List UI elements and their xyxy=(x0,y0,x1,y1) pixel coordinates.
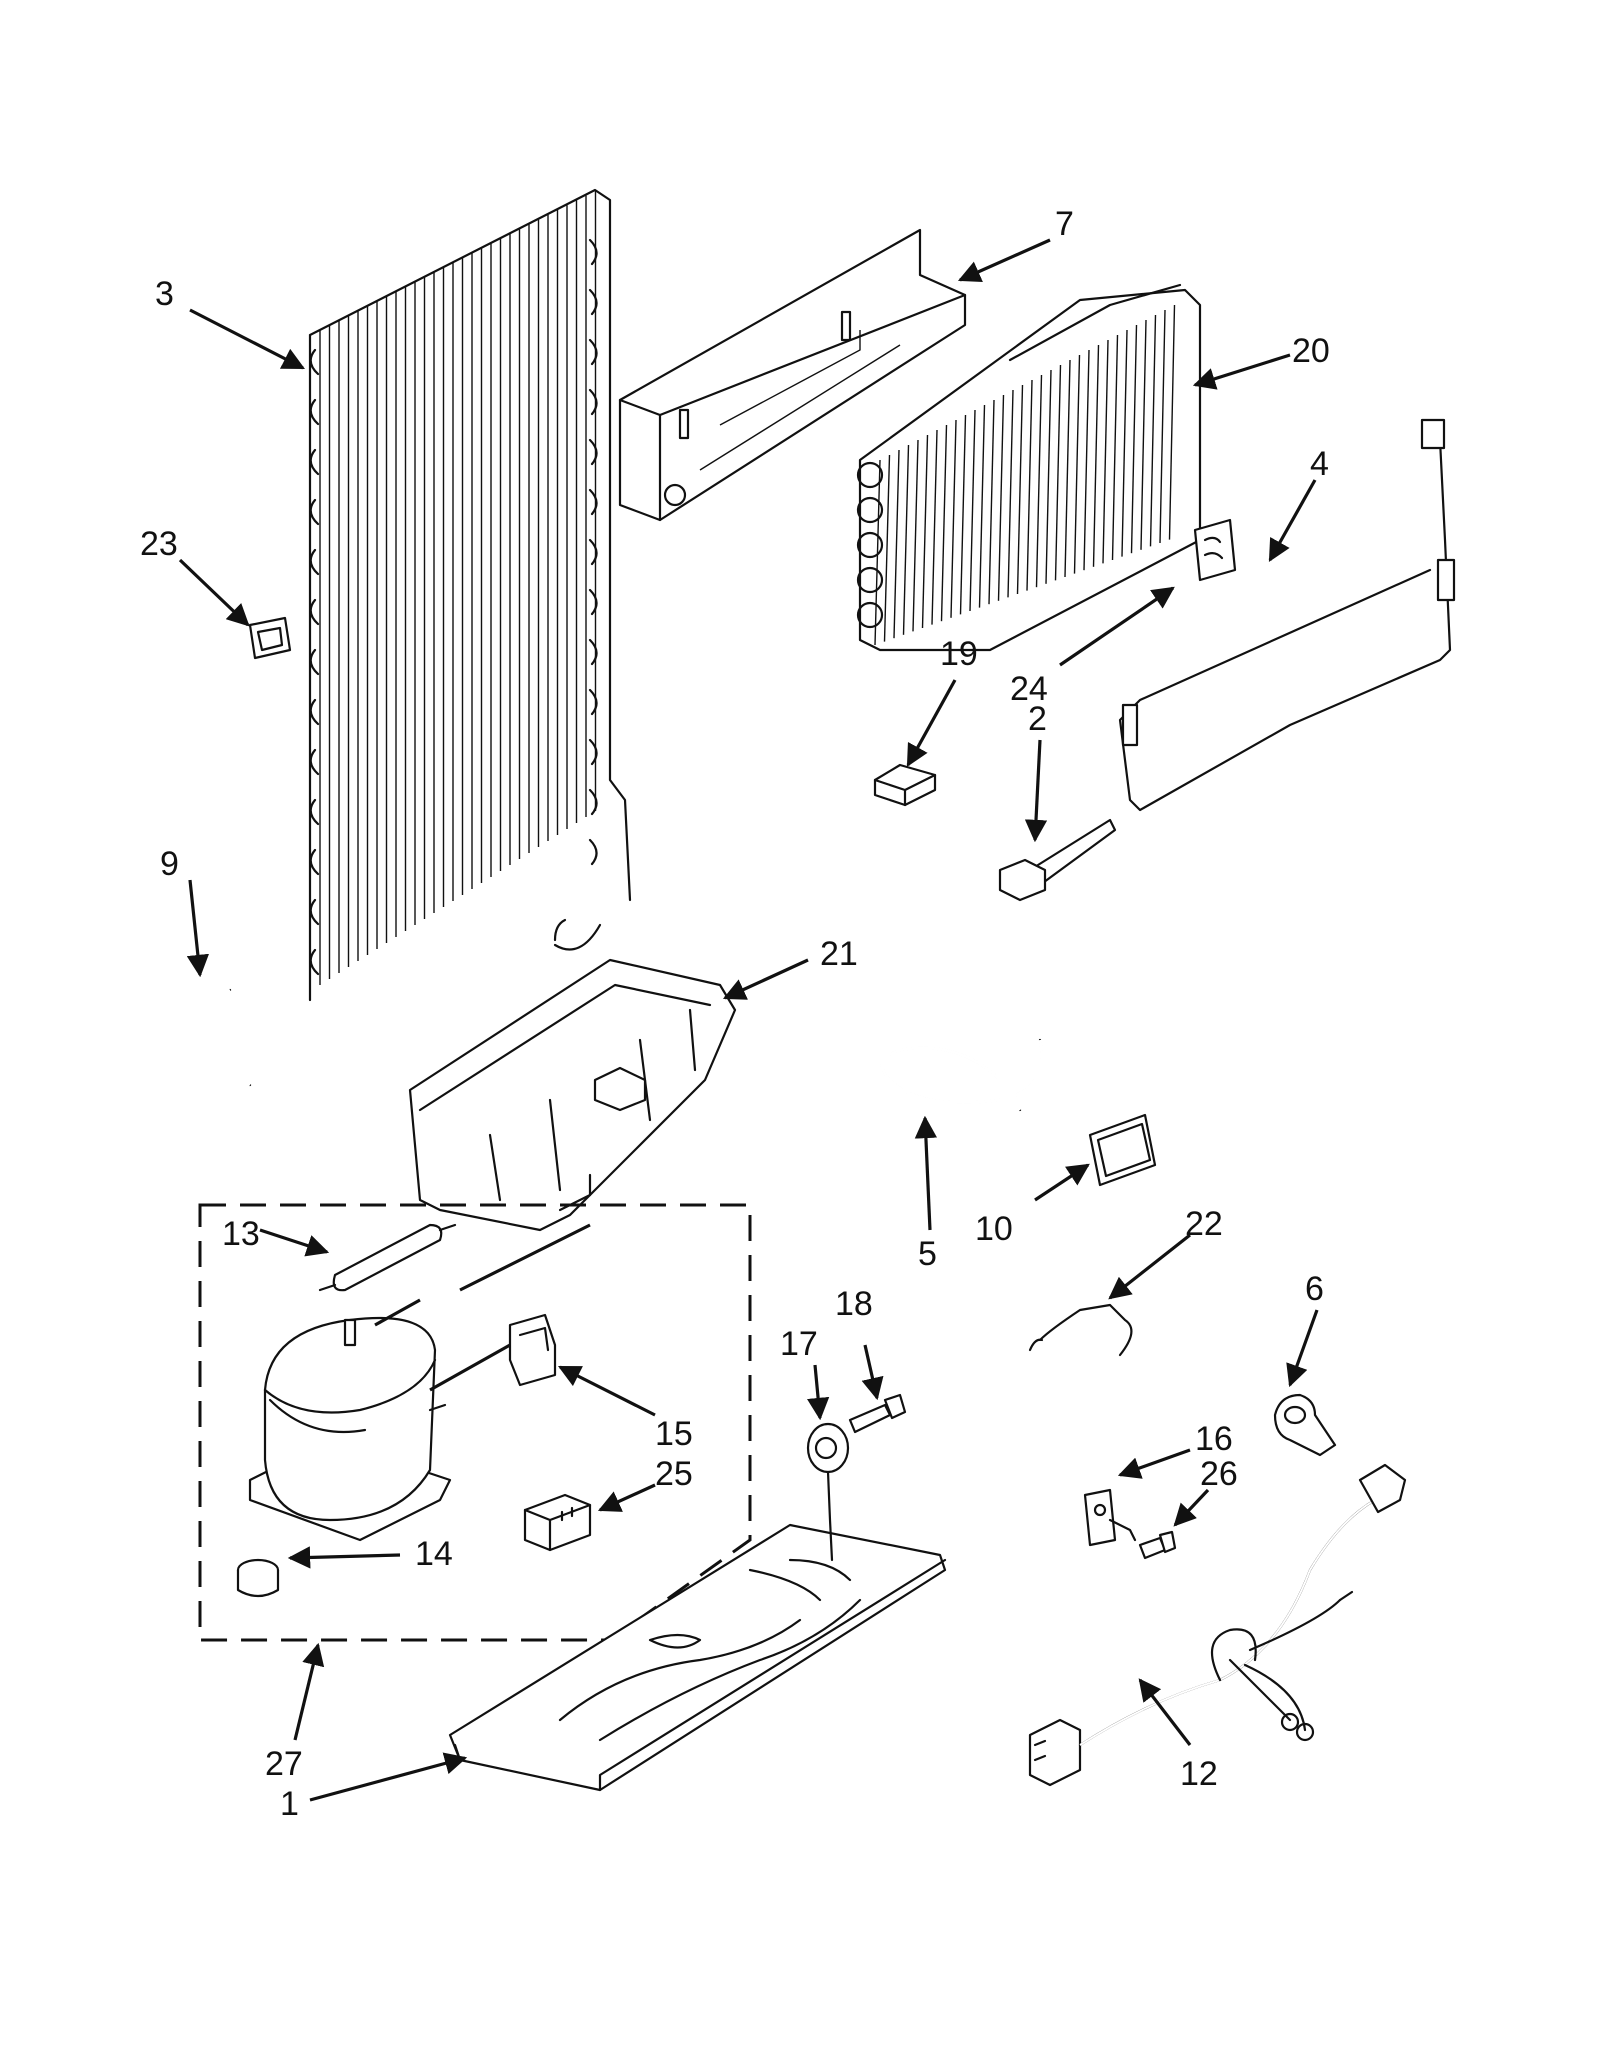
callout-14: 14 xyxy=(415,1535,453,1573)
grommet-part-14 xyxy=(236,1558,280,1598)
compressor xyxy=(248,1316,452,1542)
base-plate-part-1 xyxy=(448,1523,947,1792)
callout-22: 22 xyxy=(1185,1205,1223,1243)
evaporator-part-20 xyxy=(856,283,1202,652)
dryer-part-13 xyxy=(318,1223,457,1292)
clip-part-6 xyxy=(1273,1393,1337,1457)
callout-26: 26 xyxy=(1200,1455,1238,1493)
callout-20: 20 xyxy=(1292,332,1330,370)
callout-18: 18 xyxy=(835,1285,873,1323)
callout-27: 27 xyxy=(265,1745,303,1783)
callout-25: 25 xyxy=(655,1455,693,1493)
callout-3: 3 xyxy=(155,275,174,313)
compressor-assembly-boundary xyxy=(198,1203,752,1642)
callout-23: 23 xyxy=(140,525,178,563)
callout-12: 12 xyxy=(1180,1755,1218,1793)
block-part-19 xyxy=(873,763,937,807)
thermostat-part-2 xyxy=(998,818,1117,902)
capacitor-part-25 xyxy=(523,1493,592,1552)
callout-4: 4 xyxy=(1310,445,1329,483)
defrost-heater-part-4 xyxy=(1118,418,1456,812)
tube-part-5 xyxy=(880,1038,1044,1112)
callout-1: 1 xyxy=(280,1785,299,1823)
screw-part-18 xyxy=(848,1393,907,1434)
callout-10: 10 xyxy=(975,1210,1013,1248)
condenser-coil-part-3 xyxy=(308,188,632,1002)
callout-19: 19 xyxy=(940,635,978,673)
callout-24: 24 xyxy=(1010,670,1048,708)
relay-part-15 xyxy=(508,1313,557,1387)
screw-part-26 xyxy=(1138,1530,1177,1560)
fan-part-17 xyxy=(806,1422,850,1562)
callout-15: 15 xyxy=(655,1415,693,1453)
pad-part-10 xyxy=(1088,1113,1157,1187)
callout-21: 21 xyxy=(820,935,858,973)
callout-7: 7 xyxy=(1055,205,1074,243)
tube-part-9 xyxy=(178,988,252,1087)
bracket-part-24 xyxy=(1193,518,1237,582)
wire-harness-part-12 xyxy=(1028,1463,1407,1787)
drain-pan-part-21 xyxy=(408,918,737,1232)
callout-6: 6 xyxy=(1305,1270,1324,1308)
evaporator-cover-part-7 xyxy=(618,228,967,522)
clip-part-23 xyxy=(248,616,292,660)
callout-9: 9 xyxy=(160,845,179,883)
leader-lines xyxy=(178,238,1319,1802)
callout-labels: 3 7 20 4 23 19 24 2 9 21 13 5 10 22 6 17… xyxy=(140,205,1330,1823)
callout-2: 2 xyxy=(1028,700,1047,738)
callout-5: 5 xyxy=(918,1235,937,1273)
wire-clip-part-22 xyxy=(1028,1303,1133,1357)
callout-17: 17 xyxy=(780,1325,818,1363)
bracket-part-16 xyxy=(1083,1488,1137,1547)
callout-13: 13 xyxy=(222,1215,260,1253)
callout-16: 16 xyxy=(1195,1420,1233,1458)
